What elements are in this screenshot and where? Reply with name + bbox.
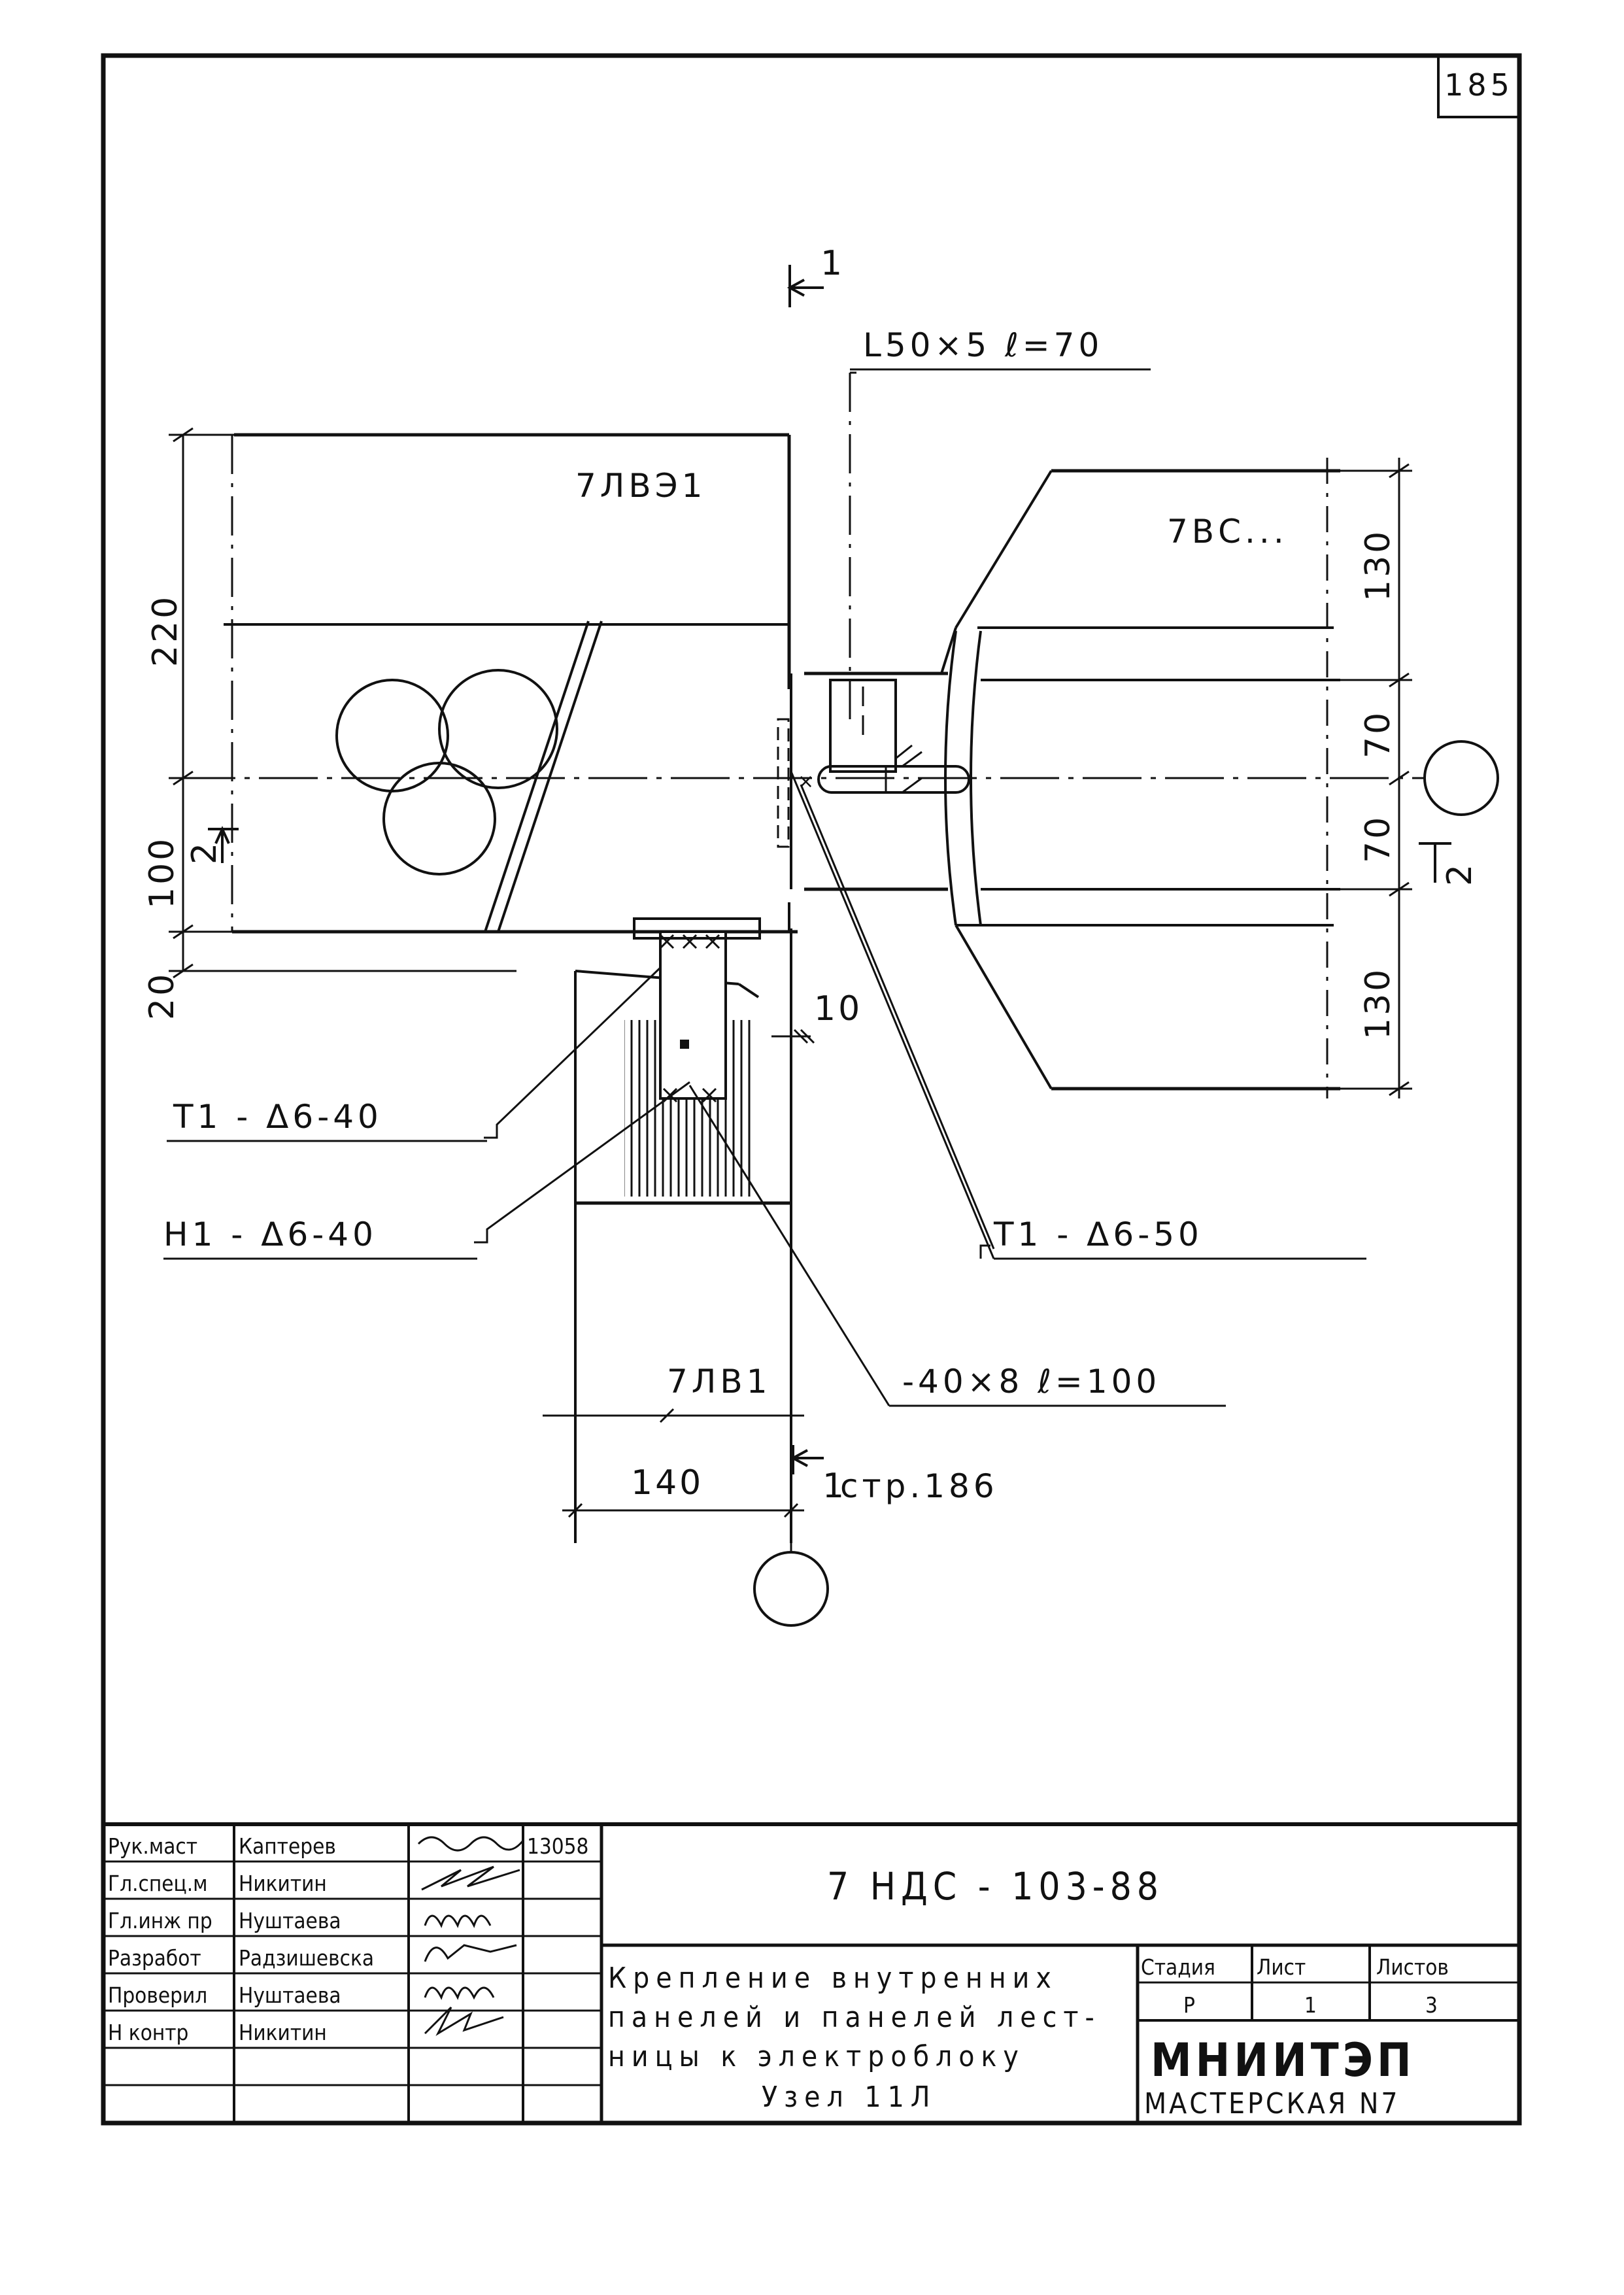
document-code: 7 НДС - 103-88 bbox=[827, 1864, 1164, 1909]
title-block bbox=[103, 1824, 1519, 2123]
tb-name-1: Никитин bbox=[239, 1871, 327, 1896]
angle-label: L50×5 ℓ=70 bbox=[863, 326, 1103, 364]
dim-70-top: 70 bbox=[1359, 710, 1398, 758]
section-mark-2-left bbox=[208, 829, 239, 863]
tb-extra-0: 13058 bbox=[527, 1833, 588, 1859]
panel-7vs bbox=[791, 471, 1340, 1089]
dim-130-bottom: 130 bbox=[1359, 967, 1398, 1040]
cable-circle bbox=[384, 763, 495, 874]
panel-7lve1 bbox=[224, 435, 798, 932]
dim-20: 20 bbox=[143, 972, 182, 1020]
tb-name-0: Каптерев bbox=[239, 1833, 336, 1859]
tb-role-0: Рук.маст bbox=[108, 1833, 197, 1859]
axis-bubble-right bbox=[1425, 741, 1498, 815]
tb-role-4: Проверил bbox=[108, 1982, 207, 2008]
tb-role-5: Н контр bbox=[108, 2020, 188, 2045]
sheets-header: Листов bbox=[1376, 1954, 1449, 1980]
plate-label: -40×8 ℓ=100 bbox=[902, 1363, 1160, 1401]
dim-10: 10 bbox=[814, 989, 862, 1028]
dim-70-bottom: 70 bbox=[1359, 815, 1398, 863]
department-name: МАСТЕРСКАЯ N7 bbox=[1144, 2087, 1400, 2120]
tb-name-3: Радзишевска bbox=[239, 1945, 374, 1971]
svg-text:×: × bbox=[798, 770, 814, 793]
section-label-top: 1 bbox=[820, 244, 845, 283]
tb-name-4: Нуштаева bbox=[239, 1982, 341, 2008]
title-line-4: Узел 11Л bbox=[762, 2081, 937, 2114]
section-label-bottom: 1 bbox=[822, 1467, 847, 1506]
stage-header: Стадия bbox=[1141, 1954, 1215, 1980]
section-mark-2-right bbox=[1419, 843, 1451, 883]
tb-role-1: Гл.спец.м bbox=[108, 1871, 208, 1896]
signatures bbox=[418, 1837, 523, 2033]
panel-label-7lve1: 7ЛВЭ1 bbox=[575, 467, 706, 505]
dimension-lines-right bbox=[1327, 458, 1412, 1098]
angle-detail: × bbox=[778, 373, 969, 847]
axis-bubble-bottom bbox=[754, 1552, 828, 1625]
tb-role-2: Гл.инж пр bbox=[108, 1908, 212, 1933]
leader-lines bbox=[163, 369, 1366, 1406]
title-line-3: ницы к электроблоку bbox=[608, 2040, 1025, 2073]
section-ref-bottom: стр.186 bbox=[840, 1467, 998, 1505]
section-mark-1-top bbox=[790, 265, 824, 307]
panel-label-7vs: 7ВС... bbox=[1167, 513, 1288, 551]
dim-100: 100 bbox=[143, 836, 182, 909]
dim-220: 220 bbox=[146, 594, 185, 667]
section-label-right: 2 bbox=[1440, 862, 1480, 886]
cable-circle bbox=[337, 680, 448, 791]
weld-label-t1-40: Т1 - Δ6-40 bbox=[173, 1098, 382, 1136]
section-label-left: 2 bbox=[185, 840, 224, 864]
stage-value: Р bbox=[1183, 1992, 1195, 2018]
panel-7lv1 bbox=[575, 919, 791, 1543]
title-block-rows: Рук.маст Каптерев 13058 Гл.спец.м Никити… bbox=[108, 1833, 588, 2045]
organization-name: МНИИТЭП bbox=[1151, 2033, 1415, 2087]
panel-label-7lv1: 7ЛВ1 bbox=[667, 1363, 771, 1401]
sheet-number-box bbox=[1438, 56, 1519, 117]
tb-name-2: Нуштаева bbox=[239, 1908, 341, 1933]
sheet-header: Лист bbox=[1257, 1954, 1306, 1980]
title-line-2: панелей и панелей лест- bbox=[608, 2001, 1101, 2034]
dim-140: 140 bbox=[631, 1463, 703, 1503]
weld-label-t1-50: Т1 - Δ6-50 bbox=[993, 1216, 1203, 1253]
sheets-value: 3 bbox=[1425, 1992, 1438, 2018]
tb-role-3: Разработ bbox=[108, 1945, 201, 1971]
section-mark-1-bottom bbox=[793, 1445, 824, 1474]
weld-label-h1-40: Н1 - Δ6-40 bbox=[163, 1216, 377, 1253]
cable-circle bbox=[439, 670, 557, 788]
title-line-1: Крепление внутренних bbox=[608, 1962, 1058, 1995]
tb-name-5: Никитин bbox=[239, 2020, 327, 2045]
sheet-value: 1 bbox=[1304, 1992, 1317, 2018]
dim-130-top: 130 bbox=[1359, 529, 1398, 602]
dimension-lines-left bbox=[169, 428, 516, 978]
dimension-lines-bottom bbox=[543, 1030, 814, 1543]
sheet-number: 185 bbox=[1444, 67, 1514, 103]
